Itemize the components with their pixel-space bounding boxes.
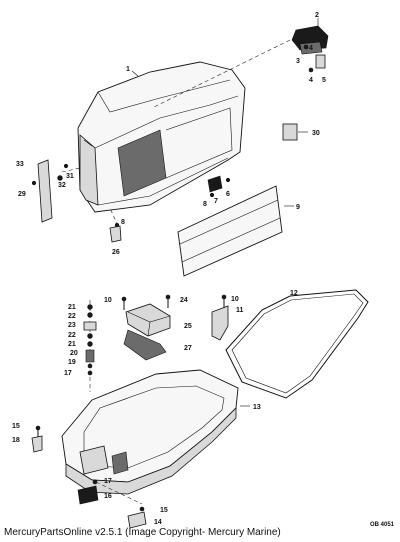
strip-29-drawing xyxy=(31,159,81,223)
plate-30-drawing xyxy=(282,123,298,141)
seal-12-drawing xyxy=(225,289,369,399)
lower-fasteners-drawing xyxy=(31,425,147,529)
callout-14: 14 xyxy=(154,519,162,526)
callout-19: 19 xyxy=(68,359,76,366)
drawing-code: OB 4051 xyxy=(370,522,395,528)
callout-15-bottom: 15 xyxy=(160,507,168,514)
callout-24: 24 xyxy=(180,297,188,304)
latch-clip-drawing xyxy=(207,175,231,198)
bracket-26-drawing xyxy=(109,207,122,243)
bracket-assembly-drawing xyxy=(151,25,329,109)
bracket-11-drawing xyxy=(211,294,229,341)
callout-21-bottom: 21 xyxy=(68,341,76,348)
callout-25: 25 xyxy=(184,323,192,330)
callout-4-top: 4 xyxy=(309,45,313,52)
callout-2: 2 xyxy=(315,12,319,19)
callout-18: 18 xyxy=(12,437,20,444)
callout-labels: 1 2 3 4 4 5 6 7 8 8 9 10 10 11 12 13 14 … xyxy=(12,12,326,526)
callout-21-top: 21 xyxy=(68,304,76,311)
callout-22-bottom: 22 xyxy=(68,332,76,339)
callout-17-left: 17 xyxy=(64,370,72,377)
pad-27-drawing xyxy=(123,329,167,361)
callout-27: 27 xyxy=(184,345,192,352)
fastener-stack-drawing xyxy=(83,300,97,392)
callout-8-lower: 8 xyxy=(121,219,125,226)
callout-31: 31 xyxy=(66,173,74,180)
callout-4-bottom: 4 xyxy=(309,77,313,84)
callout-7: 7 xyxy=(214,198,218,205)
callout-29: 29 xyxy=(18,191,26,198)
callout-23: 23 xyxy=(68,322,76,329)
callout-12: 12 xyxy=(290,290,298,297)
callout-33: 33 xyxy=(16,161,24,168)
callout-20: 20 xyxy=(70,350,78,357)
callout-17-bottom: 17 xyxy=(104,478,112,485)
callout-6: 6 xyxy=(226,191,230,198)
box-25-drawing xyxy=(125,303,171,337)
callout-10-left: 10 xyxy=(104,297,112,304)
callout-8-upper: 8 xyxy=(203,201,207,208)
callout-16: 16 xyxy=(104,493,112,500)
callout-5: 5 xyxy=(322,77,326,84)
callout-22-top: 22 xyxy=(68,313,76,320)
callout-11: 11 xyxy=(236,307,244,314)
top-cowl-drawing xyxy=(77,61,246,213)
copyright-footer: MercuryPartsOnline v2.5.1 (Image Copyrig… xyxy=(4,527,281,538)
side-panel-drawing xyxy=(177,185,283,277)
callout-32: 32 xyxy=(58,182,66,189)
callout-10-right: 10 xyxy=(231,296,239,303)
callout-13: 13 xyxy=(253,404,261,411)
callout-1: 1 xyxy=(126,66,130,73)
bottom-cowl-drawing xyxy=(61,369,239,495)
callout-9: 9 xyxy=(296,204,300,211)
callout-26: 26 xyxy=(112,249,120,256)
bolt-24-head xyxy=(165,294,171,300)
callout-3: 3 xyxy=(296,58,300,65)
callout-15-left: 15 xyxy=(12,423,20,430)
callout-30: 30 xyxy=(312,130,320,137)
bolt-10a-head xyxy=(121,296,127,302)
